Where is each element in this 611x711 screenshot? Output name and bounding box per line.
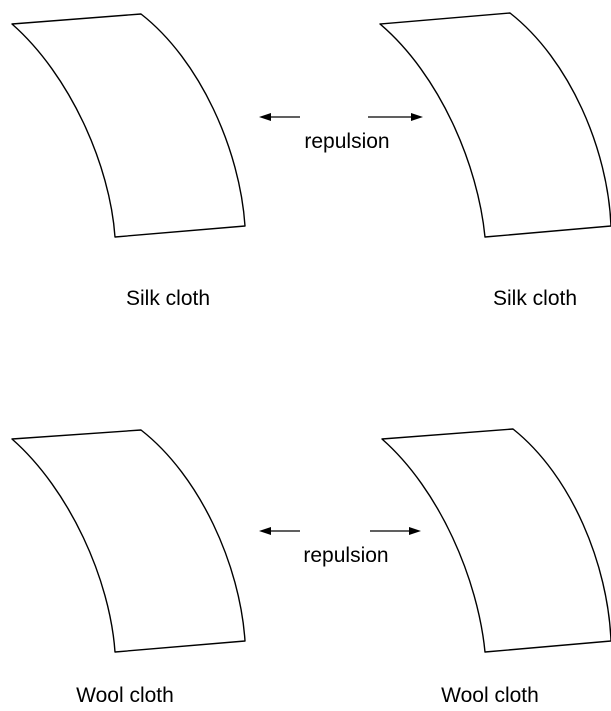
wool-cloth-right-shape <box>381 428 611 653</box>
repulsion-label-top: repulsion <box>304 130 389 153</box>
wool-cloth-left-shape <box>11 429 246 653</box>
repulsion-label-bottom: repulsion <box>303 544 388 567</box>
silk-cloth-right-label: Silk cloth <box>493 287 577 310</box>
silk-cloth-left-shape <box>11 13 246 238</box>
top-pair: repulsion Silk cloth Silk cloth <box>11 12 611 310</box>
repulsion-arrow-left <box>259 113 300 121</box>
wool-cloth-right-label: Wool cloth <box>441 684 539 707</box>
repulsion-arrow-left-bottom <box>259 527 300 535</box>
repulsion-arrow-right-bottom <box>370 527 421 535</box>
silk-cloth-left-label: Silk cloth <box>126 287 210 310</box>
wool-cloth-left-label: Wool cloth <box>76 684 174 707</box>
repulsion-arrow-right <box>368 113 423 121</box>
silk-cloth-right-shape <box>379 12 611 238</box>
bottom-pair: repulsion Wool cloth Wool cloth <box>11 428 611 707</box>
